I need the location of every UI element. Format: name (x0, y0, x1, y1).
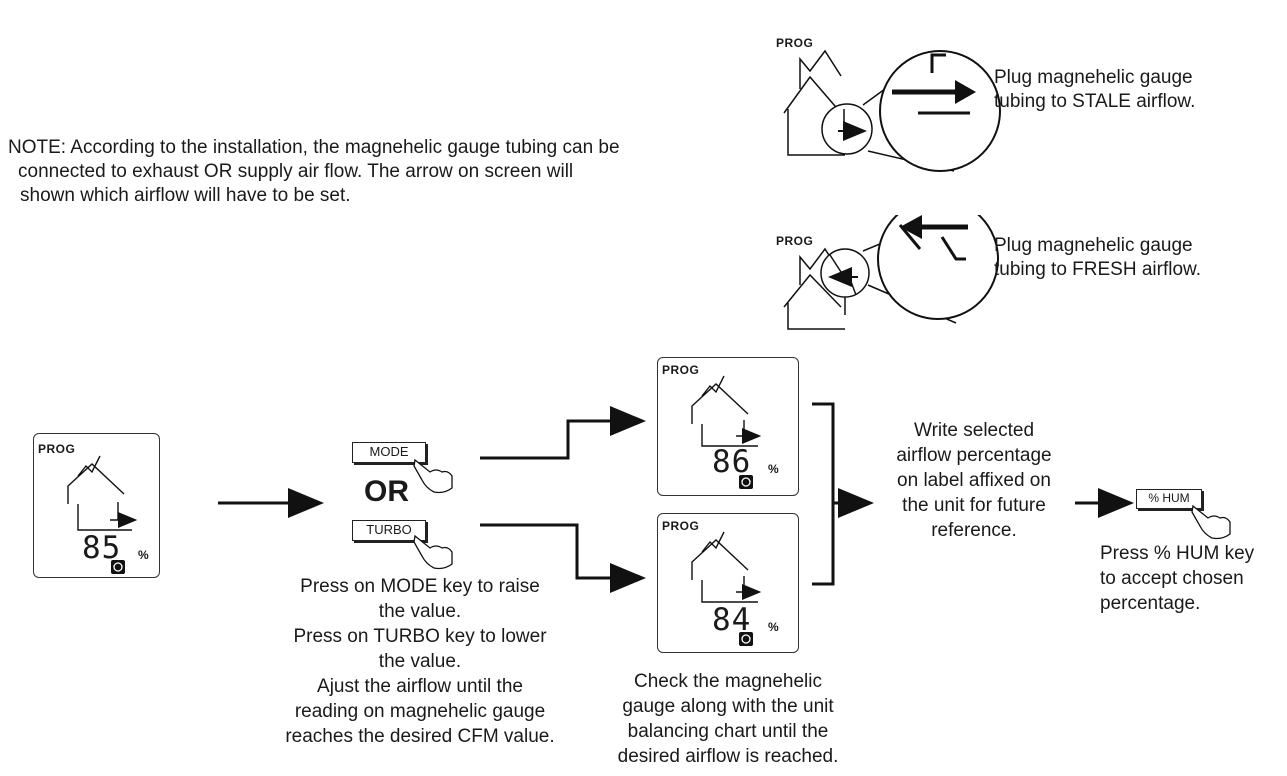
fresh-prog-label: PROG (776, 234, 814, 248)
or-separator: OR (364, 475, 409, 508)
house-arrow-icon (67, 455, 138, 574)
pressing-hand-icon (412, 530, 456, 575)
screen-percentage-value: 84 (712, 602, 752, 638)
stale-prog-label: PROG (776, 36, 814, 50)
screen-percentage-value: 85 (82, 530, 122, 566)
lcd-screen-lowered: PROG 84 % (657, 513, 799, 653)
note-line-3: shown which airflow will have to be set. (20, 185, 351, 206)
lcd-screen-raised: PROG 86 % (657, 357, 799, 496)
stale-caption: Plug magnehelic gauge tubing to STALE ai… (994, 66, 1195, 114)
screen-percent-unit: % (138, 548, 149, 562)
fresh-inset: PROG (770, 215, 1010, 340)
pressing-hand-icon (1190, 500, 1234, 545)
fresh-caption-line-1: Plug magnehelic gauge (994, 235, 1193, 256)
arrow-to-raised (480, 406, 646, 460)
house-arrow-icon (691, 375, 762, 489)
arrow-to-lowered (480, 523, 646, 593)
installation-note: NOTE: According to the installation, the… (8, 136, 768, 208)
keys-instructions: Press on MODE key to raise the value. Pr… (285, 576, 555, 747)
note-line-1: NOTE: According to the installation, the… (8, 137, 620, 158)
fresh-caption-line-2: tubing to FRESH airflow. (994, 259, 1201, 280)
pressing-hand-icon (412, 454, 456, 499)
screen-percent-unit: % (768, 620, 779, 634)
fresh-house-magnifier-icon (783, 215, 999, 330)
fresh-caption: Plug magnehelic gauge tubing to FRESH ai… (994, 234, 1201, 282)
lcd-screen-initial: PROG 85 % (33, 433, 160, 578)
screen-percentage-value: 86 (712, 444, 752, 480)
note-line-2: connected to exhaust OR supply air flow.… (18, 161, 574, 182)
screens-bracket (812, 402, 835, 586)
screen-percent-unit: % (768, 462, 779, 476)
screen-prog-label: PROG (662, 519, 700, 533)
stale-caption-line-2: tubing to STALE airflow. (994, 91, 1196, 112)
hum-key-button[interactable]: % HUM (1136, 489, 1202, 509)
mode-key-button[interactable]: MODE (352, 442, 426, 463)
screen-prog-label: PROG (38, 442, 76, 456)
house-arrow-icon (691, 531, 762, 646)
check-gauge-caption: Check the magnehelic gauge along with th… (617, 671, 839, 767)
write-label-caption: Write selected airflow percentage on lab… (896, 420, 1052, 541)
stale-house-magnifier-icon (783, 49, 1001, 172)
press-hum-caption: Press % HUM key to accept chosen percent… (1100, 543, 1255, 614)
turbo-key-button[interactable]: TURBO (352, 520, 426, 541)
stale-inset: PROG (770, 25, 1010, 185)
screen-prog-label: PROG (662, 363, 700, 377)
stale-caption-line-1: Plug magnehelic gauge (994, 67, 1193, 88)
